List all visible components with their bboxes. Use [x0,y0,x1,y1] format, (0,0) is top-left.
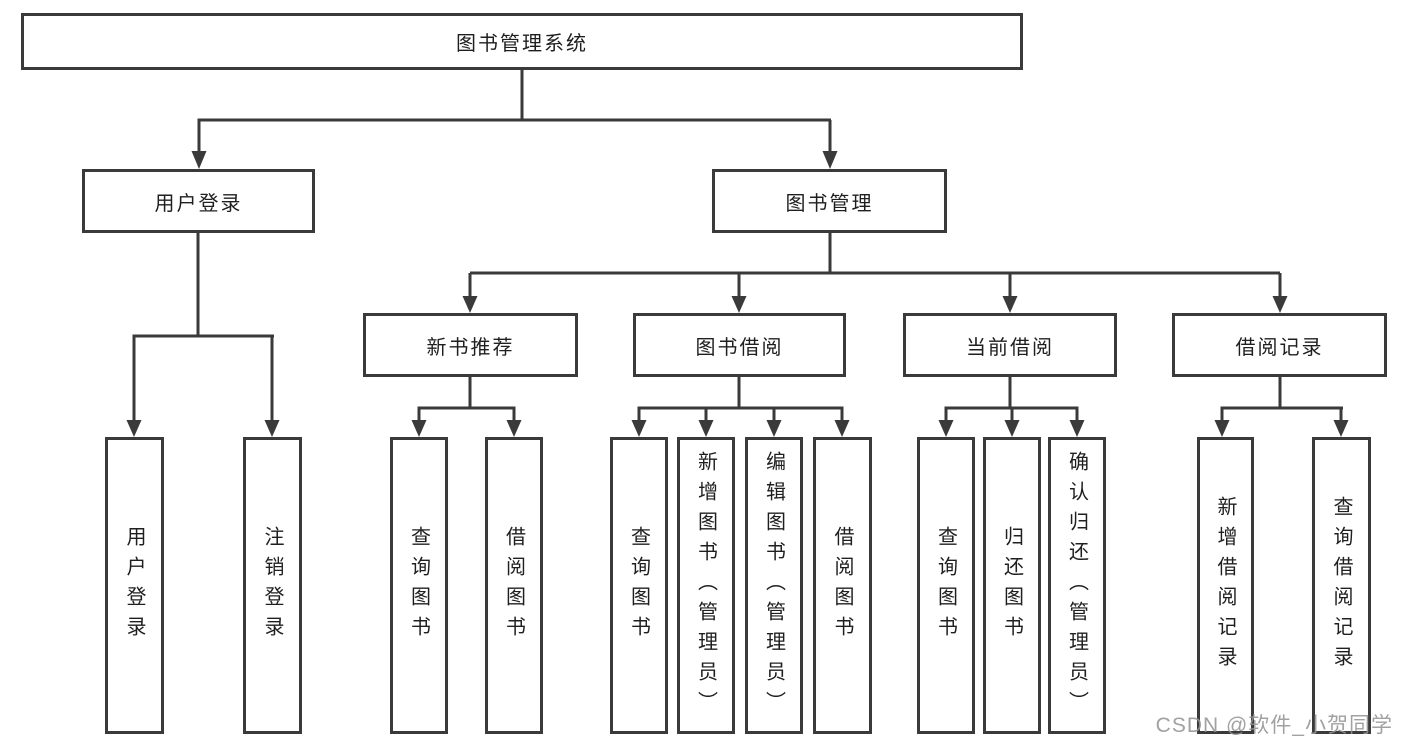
node-borrow-records-label: 借阅记录 [1235,336,1324,359]
node-user-login-label: 用户登录 [154,192,243,215]
leaf-user-login-label: 用户登录 [123,525,145,646]
leaf-query-borrow-record-label: 查询借阅记录 [1330,495,1352,676]
leaf-query-books-current: 查询图书 [917,437,975,734]
leaf-confirm-return-admin: 确认归还（管理员） [1048,437,1106,734]
node-book-management-label: 图书管理 [785,192,874,215]
node-user-login: 用户登录 [82,169,315,233]
leaf-edit-book-admin-label: 编辑图书（管理员） [762,450,785,721]
leaf-add-borrow-record-label: 新增借阅记录 [1214,495,1236,676]
leaf-borrow-books-recommend-label: 借阅图书 [502,525,525,646]
csdn-watermark: CSDN @软件_小贺同学 [1155,714,1393,737]
node-current-borrow-label: 当前借阅 [966,336,1054,359]
node-root-system: 图书管理系统 [21,13,1023,70]
leaf-edit-book-admin: 编辑图书（管理员） [745,437,803,734]
leaf-query-books-borrow-label: 查询图书 [627,525,650,646]
leaf-query-books-recommend: 查询图书 [390,437,448,734]
leaf-confirm-return-admin-label: 确认归还（管理员） [1065,450,1088,721]
leaf-user-login: 用户登录 [105,437,164,734]
leaf-borrow-books: 借阅图书 [813,437,872,734]
node-borrow-records: 借阅记录 [1172,313,1387,377]
node-current-borrow: 当前借阅 [903,313,1117,377]
leaf-query-borrow-record: 查询借阅记录 [1312,437,1371,734]
leaf-borrow-books-recommend: 借阅图书 [485,437,543,734]
node-new-book-recommend-label: 新书推荐 [426,336,515,359]
leaf-logout: 注销登录 [243,437,302,734]
leaf-borrow-books-label: 借阅图书 [831,525,853,646]
leaf-query-books-borrow: 查询图书 [610,437,668,734]
leaf-add-book-admin-label: 新增图书（管理员） [694,450,717,721]
node-new-book-recommend: 新书推荐 [363,313,578,377]
node-root-label: 图书管理系统 [456,33,588,55]
node-book-borrow: 图书借阅 [633,313,846,377]
leaf-return-book: 归还图书 [983,437,1041,734]
leaf-add-book-admin: 新增图书（管理员） [677,437,735,734]
leaf-add-borrow-record: 新增借阅记录 [1197,437,1254,734]
leaf-query-books-current-label: 查询图书 [934,525,957,646]
node-book-borrow-label: 图书借阅 [695,336,784,359]
node-book-management: 图书管理 [712,169,947,233]
leaf-logout-label: 注销登录 [261,525,283,646]
leaf-query-books-recommend-label: 查询图书 [407,525,430,646]
leaf-return-book-label: 归还图书 [1000,525,1023,646]
